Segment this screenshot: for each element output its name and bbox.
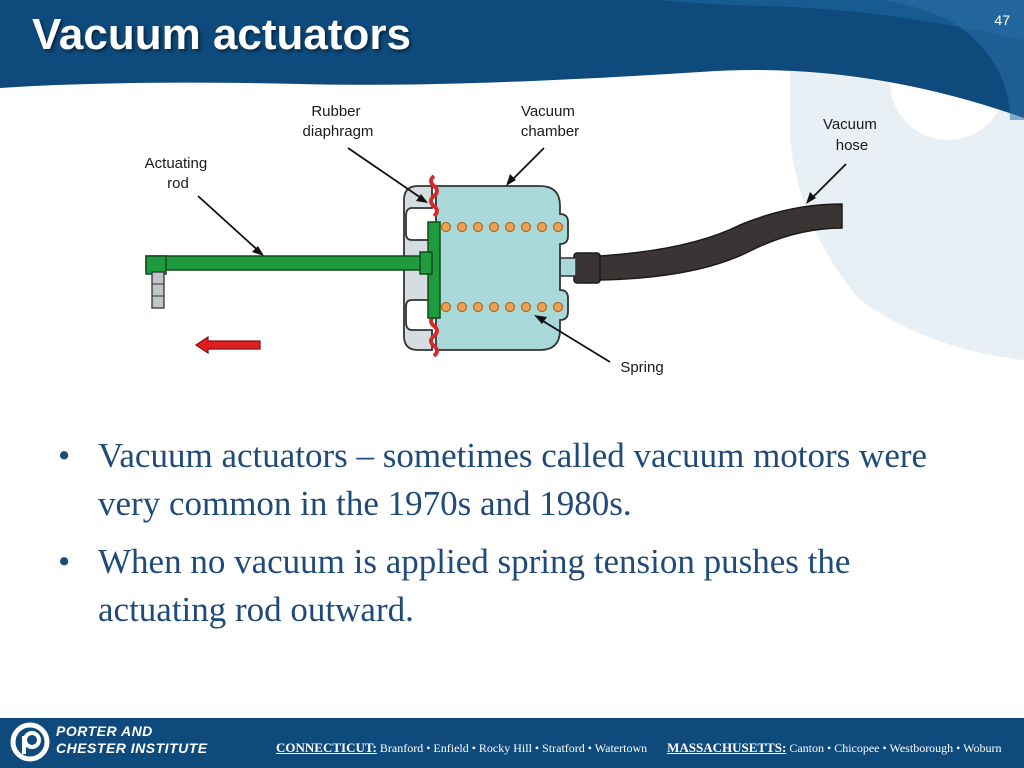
direction-arrow-left-icon (194, 335, 261, 355)
massachusetts-label: MASSACHUSETTS: (667, 740, 787, 755)
label-spring: Spring (620, 359, 663, 376)
header-wave (0, 0, 1024, 118)
massachusetts-cities: Canton • Chicopee • Westborough • Woburn (789, 741, 1002, 755)
vacuum-chamber (435, 185, 569, 351)
rod-connector (419, 251, 433, 275)
rod-end-cap (145, 255, 167, 275)
connecticut-cities: Branford • Enfield • Rocky Hill • Stratf… (379, 741, 648, 755)
arrowhead-rubber-diaphragm (416, 194, 428, 203)
porter-chester-logo-icon (10, 722, 50, 762)
label-vacuum-hose: Vacuum hose (823, 116, 881, 154)
arrowhead-actuating-rod (252, 246, 264, 256)
arrowhead-vacuum-hose (806, 192, 816, 204)
leader-actuating-rod (197, 195, 263, 255)
page-number: 47 (994, 12, 1010, 28)
label-vacuum-chamber: Vacuum chamber (521, 103, 579, 140)
slide-header: Vacuum actuators 47 (0, 0, 1024, 80)
rubber-diaphragm-bottom (429, 314, 439, 358)
leader-vacuum-hose (809, 163, 847, 201)
arrowhead-vacuum-chamber (506, 174, 516, 186)
vacuum-hose (579, 203, 843, 281)
spring-bottom (441, 302, 563, 312)
brand-line-2: CHESTER INSTITUTE (56, 740, 208, 756)
rod-pin (151, 271, 165, 309)
rubber-diaphragm-top (429, 174, 439, 218)
bullet-marker: • (58, 542, 71, 581)
leader-vacuum-chamber (509, 147, 545, 183)
slide-title: Vacuum actuators (32, 10, 412, 59)
label-actuating-rod: Actuating rod (145, 155, 212, 192)
hose-collar (573, 252, 601, 284)
bullet-text: Vacuum actuators – sometimes called vacu… (98, 436, 928, 523)
spring-top (441, 222, 563, 232)
bullet-item: • When no vacuum is applied spring tensi… (58, 538, 978, 634)
bullet-item: • Vacuum actuators – sometimes called va… (58, 432, 978, 528)
arrowhead-spring (534, 315, 547, 324)
footer-brand: PORTER AND CHESTER INSTITUTE (56, 723, 208, 757)
bullet-list: • Vacuum actuators – sometimes called va… (58, 432, 978, 644)
bullet-marker: • (58, 436, 71, 475)
connecticut-label: CONNECTICUT: (276, 740, 377, 755)
header-logo-ring (820, 0, 1024, 120)
vacuum-actuator-diagram: Rubber diaphragm Vacuum chamber Vacuum h… (145, 103, 881, 376)
brand-line-1: PORTER AND (56, 723, 153, 739)
footer-bar: PORTER AND CHESTER INSTITUTE CONNECTICUT… (0, 718, 1024, 768)
leader-rubber-diaphragm (347, 147, 425, 201)
label-rubber-diaphragm: Rubber diaphragm (303, 103, 374, 140)
bullet-text: When no vacuum is applied spring tension… (98, 542, 851, 629)
footer-locations: CONNECTICUT: Branford • Enfield • Rocky … (276, 740, 1002, 756)
actuating-rod (145, 255, 429, 271)
leader-spring (537, 317, 611, 363)
